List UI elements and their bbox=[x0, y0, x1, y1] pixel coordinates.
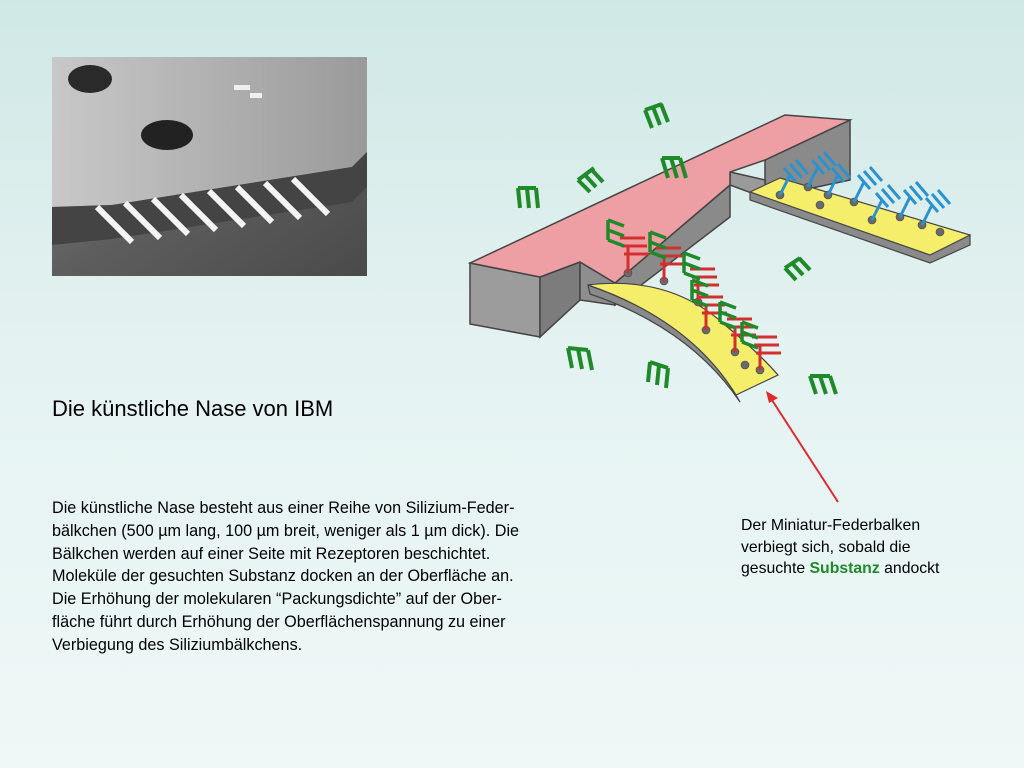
straight-cantilever-coating bbox=[748, 177, 972, 256]
description-line: Verbiegung des Siliziumbälkchens. bbox=[52, 635, 303, 654]
description-line: Moleküle der gesuchten Substanz docken a… bbox=[52, 567, 514, 586]
pointer-arrow-head bbox=[766, 391, 778, 403]
description-line: Die Erhöhung der molekularen “Packungsdi… bbox=[52, 590, 502, 609]
slide-title: Die künstliche Nase von IBM bbox=[52, 396, 334, 421]
caption-prefix: gesuchte bbox=[741, 560, 810, 578]
caption-line: verbiegt sich, sobald die bbox=[741, 538, 911, 556]
description-line: Bälkchen werden auf einer Seite mit Reze… bbox=[52, 544, 491, 563]
pointer-arrow-line bbox=[769, 396, 839, 503]
description-line: bälkchen (500 µm lang, 100 µm breit, wen… bbox=[52, 521, 520, 540]
description-line: fläche führt durch Erhöhung der Oberfläc… bbox=[52, 612, 506, 631]
cantilever-diagram bbox=[440, 80, 1000, 510]
beam-top-face bbox=[467, 114, 853, 284]
description-text: Die künstliche Nase besteht aus einer Re… bbox=[52, 497, 597, 657]
description-line: Die künstliche Nase besteht aus einer Re… bbox=[52, 499, 515, 517]
caption-line: Der Miniatur-Federbalken bbox=[741, 517, 921, 534]
caption-line: gesuchte Substanz andockt bbox=[741, 558, 939, 580]
caption-suffix: andockt bbox=[879, 560, 940, 578]
diagram-caption: Der Miniatur-Federbalken verbiegt sich, … bbox=[741, 515, 939, 580]
sem-photo-cantilever-array bbox=[52, 57, 367, 276]
caption-highlight-substance: Substanz bbox=[809, 560, 880, 578]
